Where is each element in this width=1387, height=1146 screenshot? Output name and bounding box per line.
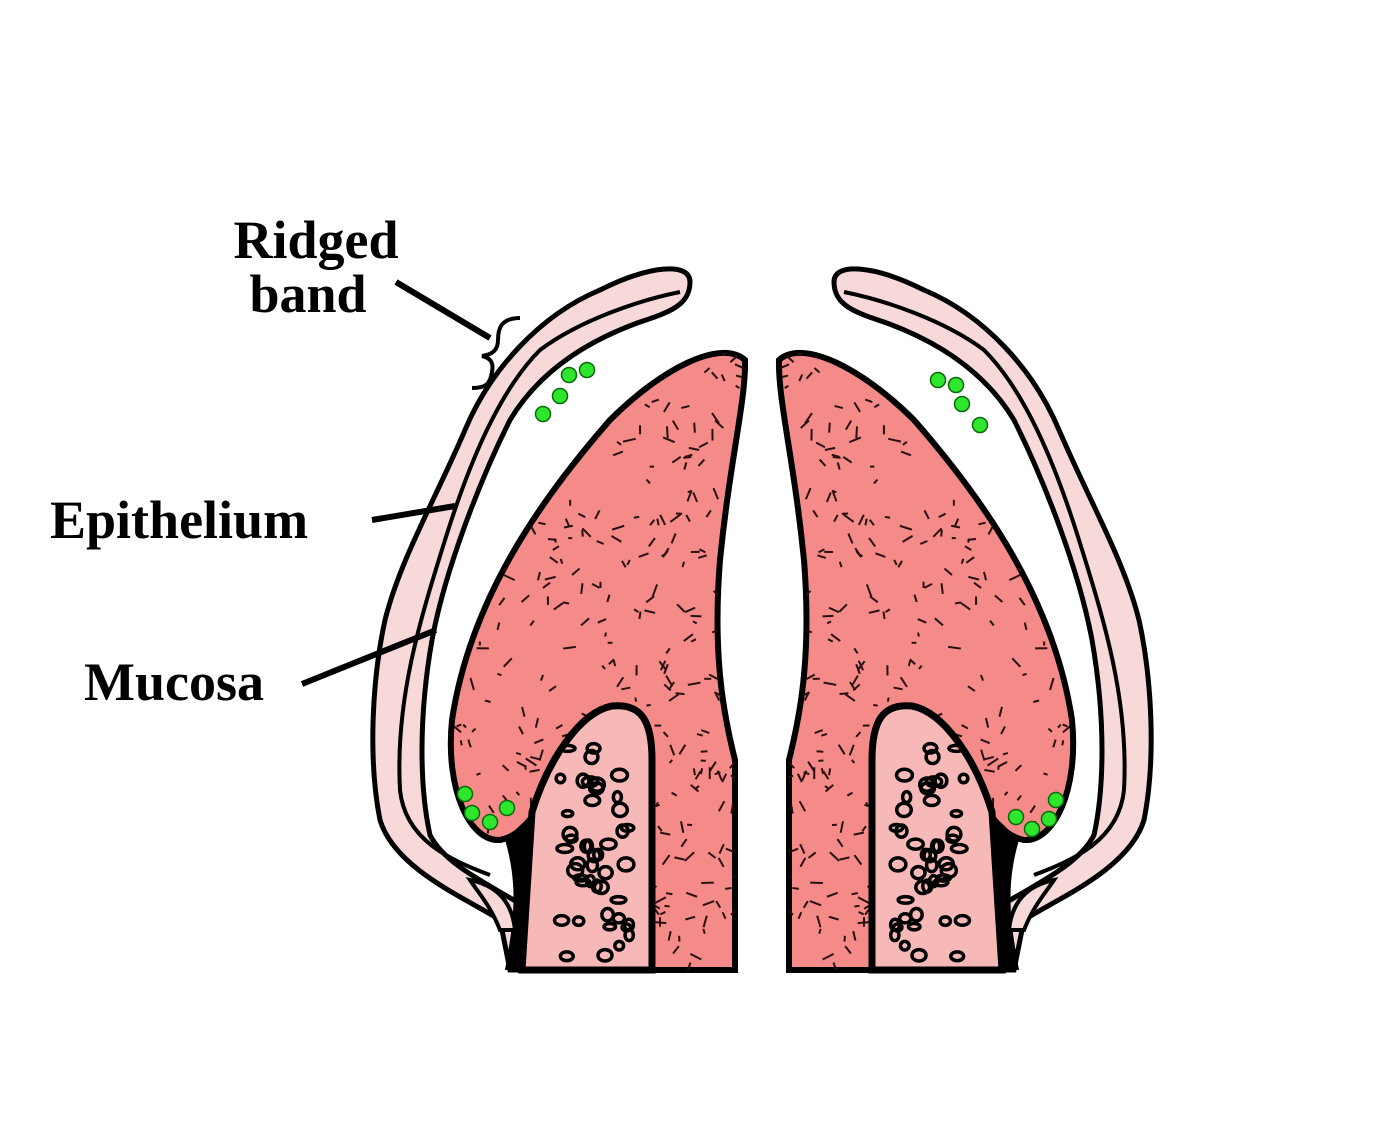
ridged-band-leader — [394, 279, 492, 341]
brace-icon — [471, 316, 521, 390]
right-fold — [770, 269, 1151, 972]
label-ridged-band-line1: Ridged — [233, 210, 398, 270]
label-mucosa: Mucosa — [84, 652, 264, 712]
label-epithelium: Epithelium — [50, 490, 308, 550]
label-ridged-band-line2: band — [249, 264, 366, 324]
epithelium-leader — [371, 503, 456, 523]
mucosa-leader — [300, 627, 438, 687]
green-cells — [456, 361, 1065, 838]
